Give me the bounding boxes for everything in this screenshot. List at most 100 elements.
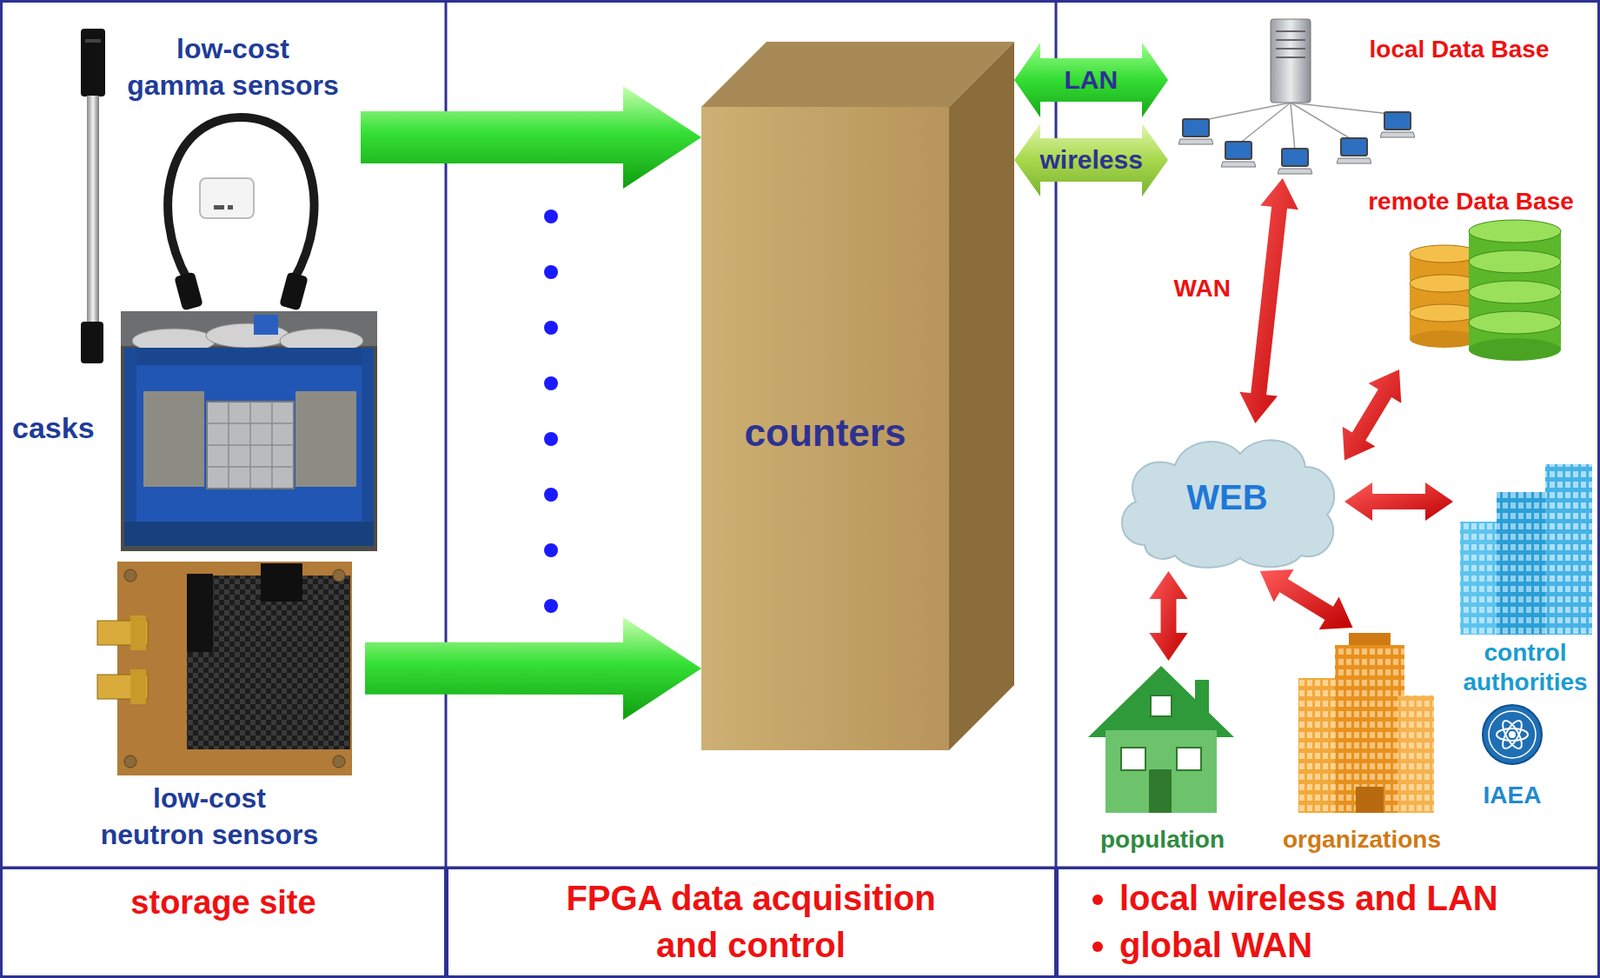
local-database-icon: [1275, 31, 1306, 58]
gamma-sensor-picture: [80, 321, 104, 364]
local-database-icon: [1290, 102, 1295, 152]
authority-buildings: [1496, 491, 1551, 635]
channel-dots: [544, 265, 558, 279]
footer-cell: FPGA data acquisition and control: [445, 866, 1057, 978]
iaea-logo: [1488, 710, 1536, 758]
cask-photo: [206, 401, 294, 489]
node-label: casks: [12, 408, 117, 447]
iaea-logo: [1496, 728, 1528, 741]
edge-label: WAN: [1174, 273, 1231, 304]
cask-photo: [143, 391, 205, 487]
block-arrow: [1014, 42, 1169, 118]
organization-buildings: [1348, 632, 1391, 645]
remote-database-icon: [1468, 219, 1561, 243]
local-database-icon: [1290, 102, 1398, 115]
counter-box: counters: [701, 41, 1015, 751]
authority-buildings: [1496, 491, 1551, 635]
channel-dots: [544, 543, 558, 558]
channel-dots: [544, 431, 558, 446]
house-icon: [1088, 665, 1235, 737]
building-icon: control authorities: [1453, 460, 1598, 696]
cask-photo: [120, 311, 378, 552]
neutron-sensor-photo: [130, 615, 147, 651]
cask-photo: [295, 391, 357, 487]
channel-dots: [544, 487, 558, 502]
block-arrow: [1342, 369, 1402, 461]
gamma-sensor-picture: [199, 178, 254, 219]
house-icon: [1121, 747, 1146, 771]
organization-buildings: [1355, 786, 1384, 813]
neutron-sensor-photo: [332, 569, 346, 582]
local-database-icon: [1336, 138, 1372, 164]
authority-buildings: [1545, 464, 1593, 635]
cask-photo: [124, 521, 374, 546]
node-label: control authorities: [1462, 637, 1589, 697]
node-label: organizations: [1270, 823, 1454, 856]
neutron-sensor-photo: [124, 569, 137, 582]
gamma-sensor-picture: [80, 28, 106, 97]
house-icon: [1176, 747, 1202, 771]
cask-group: casks: [6, 311, 379, 552]
neutron-sensor-photo: [117, 561, 352, 776]
block-arrow: [1149, 570, 1189, 661]
gamma-sensor-picture: [227, 205, 233, 210]
node-label: low-cost gamma sensors: [126, 31, 340, 104]
database-icon: local Data Base: [1168, 21, 1569, 179]
bullet-item: global WAN: [1119, 921, 1572, 969]
local-database-icon: [1195, 102, 1291, 122]
block-arrow: [1344, 482, 1454, 521]
house-icon: [1088, 665, 1235, 813]
bullet-list: local wireless and LANglobal WAN: [1084, 874, 1572, 969]
iaea-logo: [1508, 730, 1516, 738]
organization-buildings: [1397, 695, 1435, 813]
remote-database-icon: [1409, 219, 1561, 361]
neutron-sensor-photo: [124, 755, 137, 768]
remote-database-icon: [1468, 338, 1561, 361]
node-label: WEB: [1109, 474, 1345, 520]
node-label: remote Data Base: [1351, 185, 1591, 218]
box-3d: [949, 41, 1015, 751]
channel-dots: [544, 598, 558, 613]
channel-dots: [544, 209, 558, 224]
gamma-sensor-picture: [167, 117, 314, 280]
remote-database-icon: [1468, 311, 1561, 334]
sensor-group: low-cost neutron sensors: [78, 556, 366, 863]
sensor-group: low-cost gamma sensors: [52, 26, 361, 370]
cask-photo: [253, 314, 279, 335]
node-label: FPGA data acquisition and control: [546, 874, 956, 969]
iaea-logo: [1482, 704, 1542, 764]
block-arrow: [360, 86, 702, 189]
footer-cell: storage site: [0, 866, 447, 978]
remote-database-icon: [1468, 250, 1561, 273]
gamma-sensor-picture: [278, 272, 309, 312]
block-arrow: [1014, 123, 1169, 197]
local-database-icon: [1380, 112, 1415, 138]
local-database-icon: [1221, 141, 1256, 167]
block-arrow: [1260, 569, 1354, 630]
cask-photo: [124, 347, 374, 546]
web-cloud: WEB: [1109, 423, 1345, 571]
neutron-sensor-photo: [130, 669, 147, 704]
node-label: low-cost neutron sensors: [99, 780, 320, 853]
house-icon: [1150, 695, 1172, 717]
building-icon: organizations: [1270, 627, 1454, 863]
organization-buildings: [1334, 644, 1405, 813]
bullet-item: local wireless and LAN: [1119, 874, 1572, 922]
local-database-icon: [1238, 102, 1291, 145]
neutron-sensor-photo: [97, 561, 352, 776]
house-icon: [1105, 730, 1217, 813]
cask-photo: [120, 311, 378, 552]
cask-photo: [361, 347, 374, 546]
authority-buildings: [1460, 464, 1593, 635]
logo-icon: IAEA: [1468, 699, 1556, 813]
iaea-logo: [1482, 704, 1542, 764]
house-icon-box: population: [1086, 660, 1239, 863]
local-database-icon: [1270, 19, 1311, 103]
organization-buildings: [1334, 644, 1405, 813]
edge-label: wireless: [1040, 144, 1143, 176]
node-label: storage site: [2, 881, 445, 924]
local-database-icon: [1277, 148, 1313, 174]
